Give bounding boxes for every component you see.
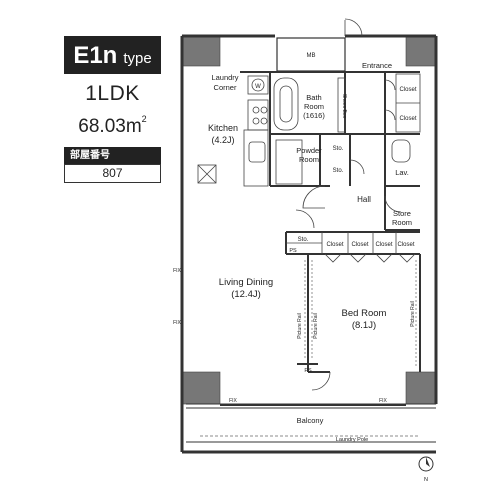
powder-storage-label-2: Sto. (333, 168, 344, 174)
north-label: N (424, 477, 428, 483)
floor-area-unit: m (125, 116, 142, 137)
bath-room-label-1: Bath (306, 93, 321, 102)
entrance-label: Entrance (362, 61, 392, 70)
unit-type-code: E1n (73, 42, 118, 69)
living-dining-size-label: (12.4J) (231, 289, 261, 300)
floor-area-number: 68.03 (78, 116, 126, 137)
store-room-label-2: Room (392, 218, 412, 227)
ps-label-top: PS (289, 248, 297, 254)
fixtures (197, 75, 411, 187)
picture-rails (304, 260, 417, 368)
washer-label: W (255, 84, 261, 90)
lavatory-label: Lav. (395, 168, 409, 177)
fix-label-3: FIX (229, 398, 237, 404)
balcony-outline (186, 403, 436, 443)
living-dining-label: Living Dining (219, 277, 273, 288)
bath-room-label-3: (1616) (303, 111, 325, 120)
picture-rail-label-3: Picture Rail (410, 301, 416, 327)
entrance-closet-label-1: Closet (399, 87, 416, 93)
bed-room-size-label: (8.1J) (352, 320, 376, 331)
hall-closets (286, 232, 416, 263)
powder-room-label-1: Powder (296, 146, 322, 155)
powder-room-label-2: Room (299, 155, 319, 164)
picture-rail-label-2: Picture Rail (313, 313, 319, 339)
unit-type-word: type (123, 50, 152, 67)
kitchen-label: Kitchen (208, 123, 238, 133)
ps-label-bottom: PS (304, 368, 312, 374)
structural-columns (181, 35, 437, 405)
laundry-pole-label: Laundry Pole (336, 437, 368, 443)
layout-name: 1LDK (85, 82, 140, 105)
fix-label-4: FIX (379, 398, 387, 404)
door-swings (295, 18, 402, 391)
unit-type-badge: E1n type (64, 36, 161, 74)
hall-closet-label-1: Closet (326, 242, 343, 248)
laundry-corner-label-1: Laundry (211, 73, 238, 82)
hall-storage-label: Sto. (298, 237, 309, 243)
hall-closet-label-3: Closet (375, 242, 392, 248)
mb-label: MB (307, 53, 316, 59)
north-arrow (418, 456, 434, 472)
kitchen-size-label: (4.2J) (211, 135, 234, 145)
fix-label-1: FIX (173, 268, 181, 274)
powder-storage-label-1: Sto. (333, 146, 344, 152)
room-number-value: 807 (64, 164, 161, 183)
picture-rail-label-1: Picture Rail (297, 313, 303, 339)
shoes-box-label: Shoes Box (341, 94, 347, 119)
hall-label: Hall (357, 195, 371, 204)
fix-label-2: FIX (173, 320, 181, 326)
laundry-corner-label-2: Corner (214, 83, 237, 92)
floor-area-power: 2 (141, 114, 147, 124)
entrance-closets (384, 73, 421, 133)
entrance-closet-label-2: Closet (399, 116, 416, 122)
bath-room-label-2: Room (304, 102, 324, 111)
exterior-walls (180, 34, 438, 454)
room-number-label: 部屋番号 (64, 147, 161, 164)
hall-closet-label-4: Closet (397, 242, 414, 248)
hall-closet-label-2: Closet (351, 242, 368, 248)
balcony-label: Balcony (297, 416, 324, 425)
floor-area: 68.03m2 (64, 114, 161, 138)
bed-room-label: Bed Room (342, 308, 387, 319)
store-room-label-1: Store (393, 209, 411, 218)
